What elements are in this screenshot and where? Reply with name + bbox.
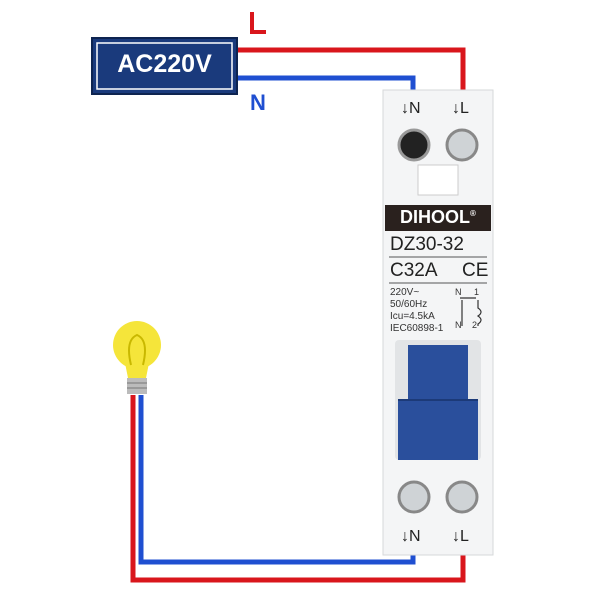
brand-logo: DIHOOL®	[385, 207, 491, 228]
top-terminal-l-label: ↓L	[452, 100, 469, 117]
neutral-label: N	[250, 90, 266, 115]
bottom-terminal-l-label: ↓L	[452, 528, 469, 545]
neutral-wire-bottom	[138, 395, 416, 565]
ac-source-label: AC220V	[117, 50, 212, 78]
schematic-top-right: 1	[474, 287, 480, 297]
breaker-schematic	[460, 297, 482, 326]
schematic-bottom-left: N	[455, 320, 462, 330]
ac-source-box	[91, 37, 238, 95]
spec-standard: IEC60898-1	[390, 323, 444, 334]
live-label: L	[280, 5, 281, 6]
brand-mark: ®	[470, 209, 476, 218]
model-number: DZ30-32	[390, 234, 464, 255]
spec-frequency: 50/60Hz	[390, 299, 428, 310]
bottom-terminal-n-label: ↓N	[401, 528, 421, 545]
spec-breaking-capacity: Icu=4.5kA	[390, 311, 435, 322]
ce-mark: CE	[462, 260, 489, 281]
terminal-screw-bottom-l[interactable]	[445, 480, 479, 514]
brand-name: DIHOOL	[400, 207, 471, 227]
live-wire	[130, 47, 466, 583]
light-bulb-icon	[113, 321, 161, 394]
spec-voltage: 220V~	[390, 287, 420, 298]
breaker-handle[interactable]	[398, 345, 478, 460]
top-terminal-n-label: ↓N	[401, 100, 421, 117]
live-label-mark	[250, 12, 266, 34]
current-rating: C32A	[390, 260, 438, 281]
terminal-screw-bottom-n[interactable]	[397, 480, 431, 514]
schematic-top-left: N	[455, 287, 462, 297]
terminal-screw-top-l[interactable]	[445, 128, 479, 162]
terminal-screw-top-n[interactable]	[397, 128, 431, 162]
schematic-bottom-right: 2	[472, 320, 478, 330]
